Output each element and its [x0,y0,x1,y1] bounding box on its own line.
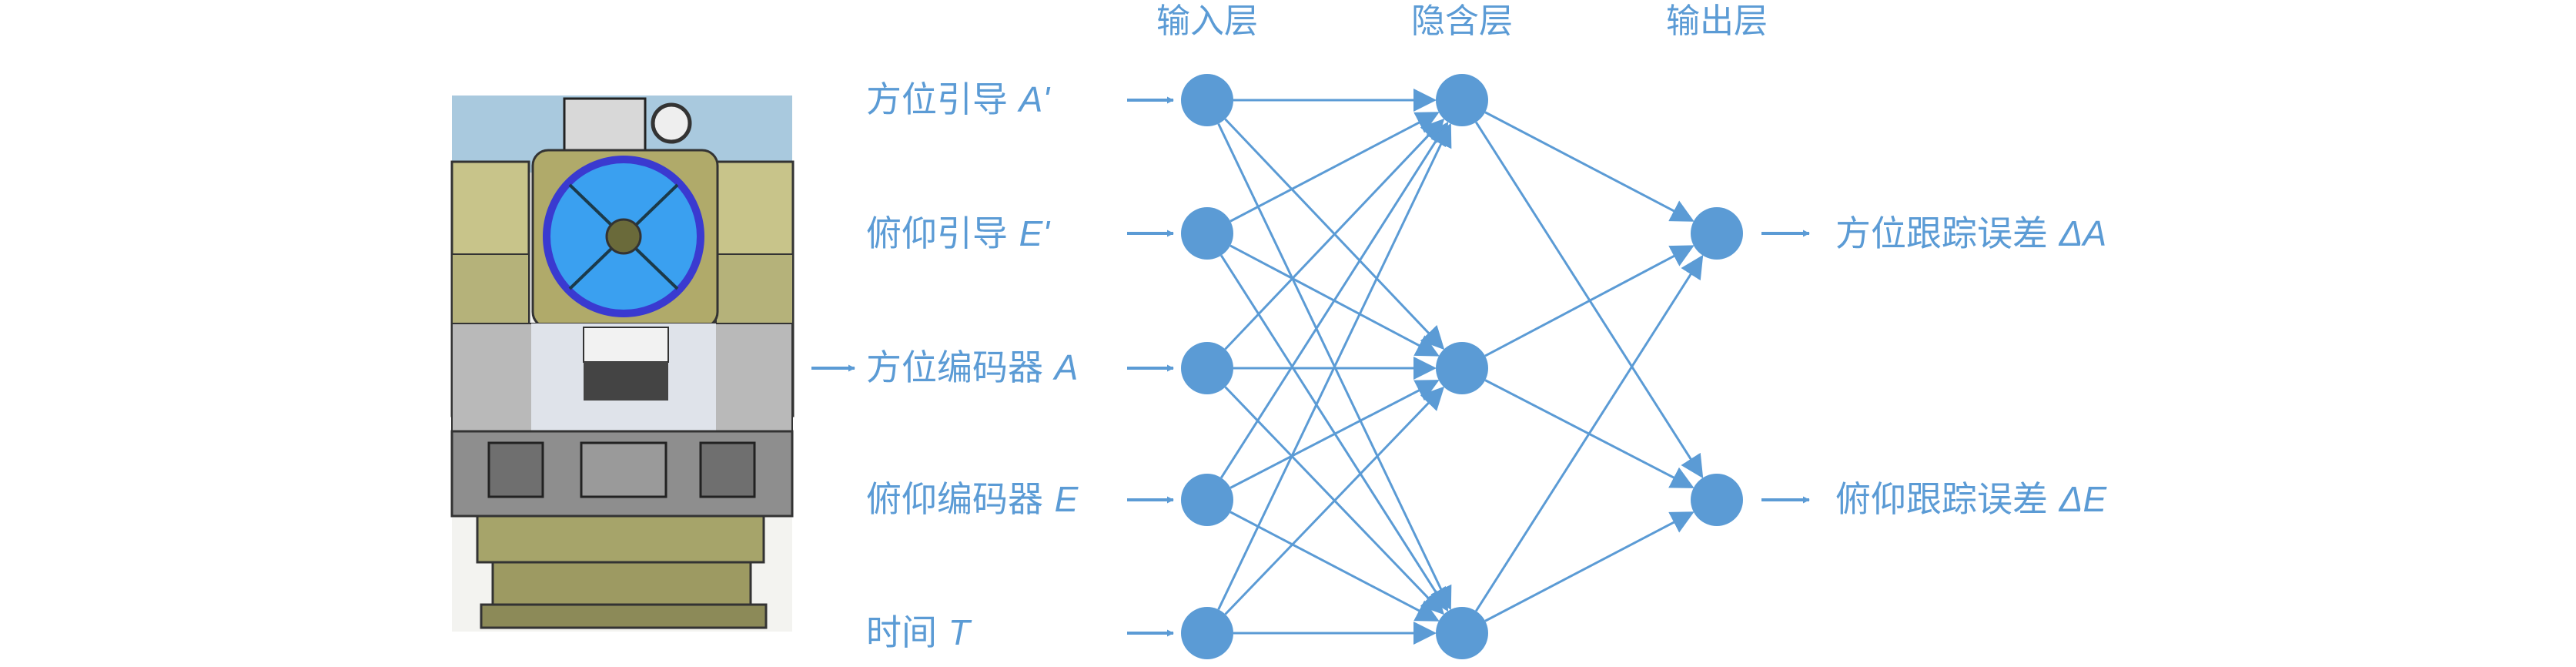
edge-hidden1-output0 [1484,245,1694,357]
edge-hidden0-output0 [1484,111,1694,222]
output-node [1691,474,1743,526]
input-layer-title: 输入层 [1156,2,1258,41]
edge-input3-hidden0 [1220,121,1449,479]
input-label-elevation-guide: 俯仰引导 E' [866,213,1050,254]
input-label-azimuth-guide: 方位引导 A' [866,79,1050,120]
input-node [1181,607,1233,659]
output-label-azimuth-error: 方位跟踪误差 ΔA [1835,213,2107,254]
output-layer-title: 输出层 [1666,2,1768,41]
edge-input4-hidden1 [1224,386,1445,615]
edge-input2-hidden0 [1224,118,1445,350]
edge-hidden0-output1 [1475,121,1704,479]
input-label-time: 时间 T [866,612,970,653]
output-node [1691,207,1743,260]
input-node [1181,74,1233,126]
edge-input1-hidden0 [1229,112,1440,223]
tracking-mount-image [450,96,795,632]
input-label-elevation-encoder: 俯仰编码器 E [866,478,1079,520]
hidden-layer-title: 隐含层 [1411,2,1513,41]
input-node [1181,474,1233,526]
edge-hidden2-output1 [1484,511,1694,622]
input-label-azimuth-encoder: 方位编码器 A [866,347,1079,388]
edge-input3-hidden2 [1229,511,1440,622]
edge-input4-hidden0 [1217,122,1452,610]
hidden-node [1436,342,1488,394]
output-label-elevation-error: 俯仰跟踪误差 ΔE [1835,478,2107,520]
hidden-node [1436,607,1488,659]
edge-hidden2-output0 [1475,254,1704,612]
edge-input1-hidden2 [1220,254,1449,612]
hidden-node [1436,74,1488,126]
input-node [1181,342,1233,394]
edge-input3-hidden1 [1229,380,1440,489]
input-node [1181,207,1233,260]
